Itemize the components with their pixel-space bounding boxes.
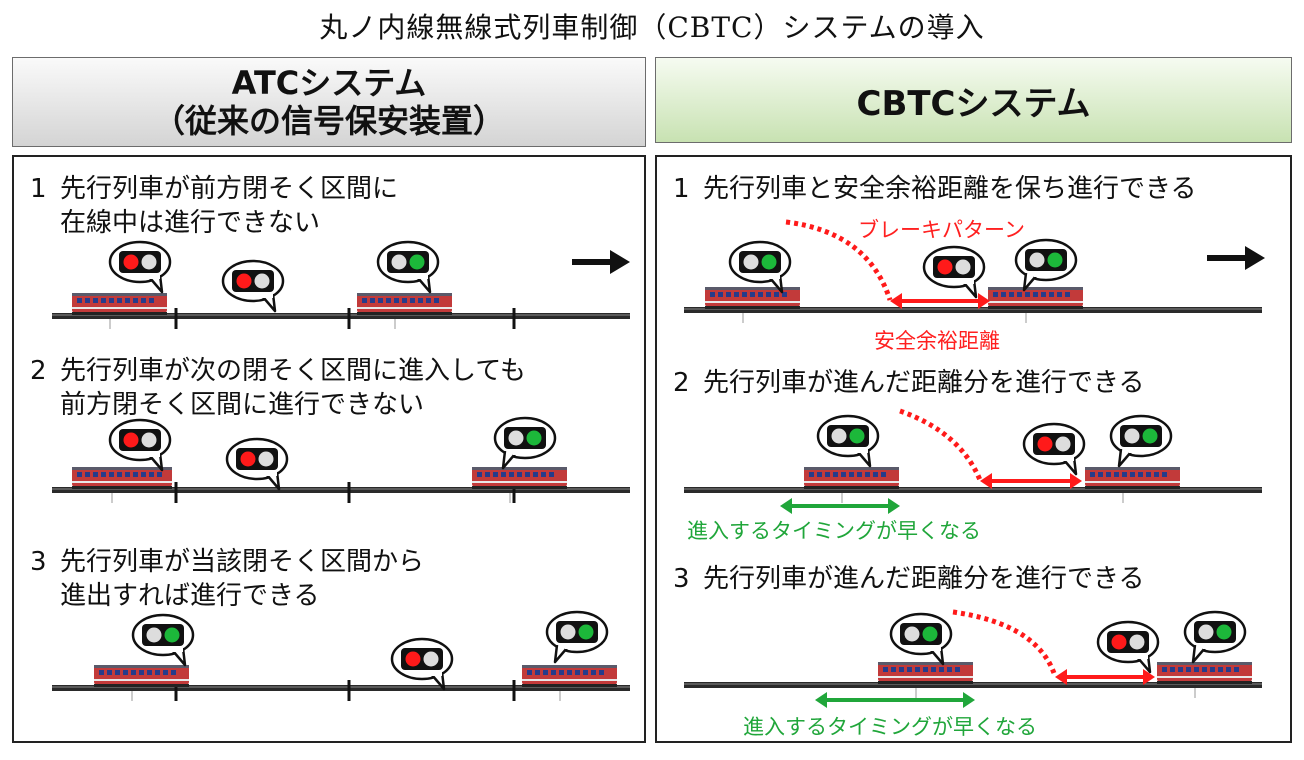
cbtc-header: CBTCシステム [655, 57, 1292, 143]
step-number: 2 [673, 368, 690, 398]
atc-step-3: 3 先行列車が当該閉そく区間から 進出すれば進行できる [30, 545, 424, 613]
block-boundary [174, 482, 178, 503]
safety-margin-label: 安全余裕距離 [874, 329, 1000, 353]
block-boundary [174, 308, 178, 329]
train-icon [1085, 467, 1180, 503]
step-number: 3 [673, 564, 690, 594]
step-line1: 先行列車と安全余裕距離を保ち進行できる [703, 174, 1197, 204]
signal-bubble-icon [1183, 610, 1247, 664]
train-icon [522, 665, 617, 701]
timing-label: 進入するタイミングが早くなる [743, 715, 1037, 739]
atc-header-subtitle: （従来の信号保安装置） [152, 102, 505, 140]
signal-bubble-icon [221, 259, 285, 313]
step-line2: 前方閉そく区間に進行できない [60, 390, 425, 420]
train-icon [72, 293, 167, 329]
cbtc-step-2: 2 先行列車が進んだ距離分を進行できる [673, 366, 1144, 400]
train-icon [878, 662, 973, 698]
block-boundary [347, 680, 351, 701]
step-line1: 先行列車が次の閉そく区間に進入しても [60, 356, 526, 386]
signal-bubble-icon [1022, 422, 1086, 476]
cbtc-panel [655, 155, 1292, 743]
track [52, 313, 630, 319]
brake-pattern-curve [785, 219, 893, 301]
step-number: 1 [30, 174, 47, 204]
brake-pattern-curve [899, 408, 983, 481]
signal-bubble-icon [889, 612, 953, 666]
atc-step-2: 2 先行列車が次の閉そく区間に進入しても 前方閉そく区間に進行できない [30, 354, 526, 422]
signal-bubble-icon [1096, 620, 1160, 674]
signal-bubble-icon [493, 416, 557, 470]
timing-arrow [780, 498, 900, 514]
train-icon [705, 287, 800, 323]
block-boundary [174, 680, 178, 701]
signal-bubble-icon [108, 418, 172, 472]
track [684, 487, 1262, 493]
step-line1: 先行列車が前方閉そく区間に [60, 174, 399, 204]
train-icon [472, 467, 567, 503]
train-icon [94, 665, 189, 701]
cbtc-step-3: 3 先行列車が進んだ距離分を進行できる [673, 562, 1144, 596]
safety-margin-arrow [1055, 669, 1155, 685]
signal-bubble-icon [225, 437, 289, 491]
direction-arrow-icon [1207, 246, 1265, 270]
safety-margin-arrow [890, 293, 990, 309]
track [52, 487, 630, 493]
train-icon [988, 287, 1083, 323]
brake-pattern-curve [952, 609, 1058, 677]
signal-bubble-icon [108, 240, 172, 294]
signal-bubble-icon [816, 414, 880, 468]
step-line1: 先行列車が進んだ距離分を進行できる [703, 564, 1145, 594]
signal-bubble-icon [545, 610, 609, 664]
page-title: 丸ノ内線無線式列車制御（CBTC）システムの導入 [319, 11, 985, 44]
atc-panel [12, 155, 646, 743]
train-icon [357, 293, 452, 329]
timing-arrow [815, 692, 975, 708]
track [52, 685, 630, 691]
signal-bubble-icon [1014, 238, 1078, 292]
track [684, 307, 1262, 313]
brake-pattern-label: ブレーキパターン [858, 218, 1025, 242]
atc-header: ATCシステム （従来の信号保安装置） [12, 57, 646, 147]
step-line2: 進出すれば進行できる [60, 581, 320, 611]
step-number: 2 [30, 356, 47, 386]
signal-bubble-icon [922, 245, 986, 299]
signal-bubble-icon [1109, 414, 1173, 468]
step-line2: 在線中は進行できない [60, 208, 321, 238]
timing-label: 進入するタイミングが早くなる [687, 519, 981, 543]
direction-arrow-icon [572, 250, 630, 274]
block-boundary [347, 308, 351, 329]
train-icon [72, 467, 172, 503]
atc-step-1: 1 先行列車が前方閉そく区間に 在線中は進行できない [30, 172, 398, 240]
block-boundary [512, 680, 516, 701]
track [684, 682, 1262, 688]
signal-bubble-icon [131, 613, 195, 667]
block-boundary [347, 482, 351, 503]
signal-bubble-icon [376, 240, 440, 294]
cbtc-header-title: CBTCシステム [856, 83, 1091, 124]
signal-bubble-icon [390, 637, 454, 691]
block-boundary [512, 482, 516, 503]
signal-bubble-icon [728, 240, 792, 294]
safety-margin-arrow [980, 473, 1082, 489]
block-boundary [512, 308, 516, 329]
cbtc-step-1: 1 先行列車と安全余裕距離を保ち進行できる [673, 172, 1196, 206]
train-icon [1157, 662, 1252, 698]
atc-header-title: ATCシステム [231, 64, 427, 102]
train-icon [804, 467, 899, 503]
step-line1: 先行列車が当該閉そく区間から [60, 547, 425, 577]
step-number: 3 [30, 547, 47, 577]
step-line1: 先行列車が進んだ距離分を進行できる [703, 368, 1145, 398]
step-number: 1 [673, 174, 690, 204]
